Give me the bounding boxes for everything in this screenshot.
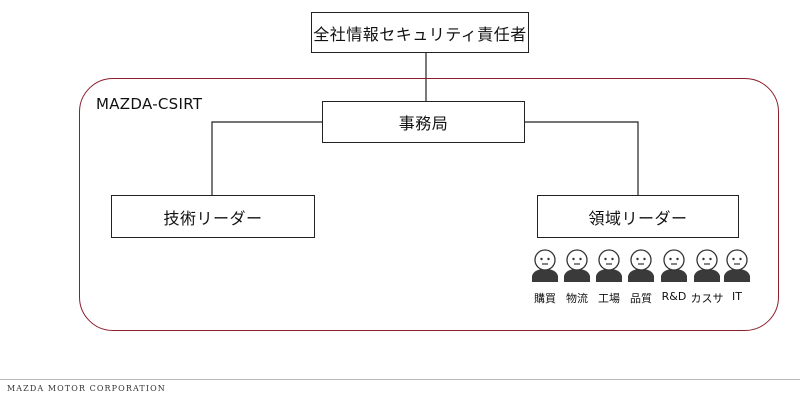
person-icon [692,248,722,282]
member-label-rnd: R&D [661,290,687,303]
member-label-plant: 工場 [598,292,620,305]
security-officer-box: 全社情報セキュリティ責任者 [311,12,529,53]
footer-company-name: MAZDA MOTOR CORPORATION [7,384,166,393]
connector-secretariat-to-tech [211,121,322,195]
domain-leader-box: 領域リーダー [537,195,739,238]
member-label-purchasing: 購買 [534,292,556,305]
secretariat-box: 事務局 [322,101,525,143]
person-icon [530,248,560,282]
member-label-logistics: 物流 [566,292,588,305]
tech-leader-label: 技術リーダー [163,208,263,228]
member-label-quality: 品質 [630,292,652,305]
csirt-group-frame [79,78,779,331]
connector-secretariat-to-domain [525,121,639,195]
footer-divider [0,379,800,380]
domain-leader-label: 領域リーダー [588,208,688,228]
member-label-it: IT [732,290,742,303]
person-icon [659,248,689,282]
person-icon [626,248,656,282]
csirt-group-label: MAZDA-CSIRT [96,95,203,113]
secretariat-label: 事務局 [398,114,449,133]
person-icon [562,248,592,282]
person-icon [722,248,752,282]
security-officer-label: 全社情報セキュリティ責任者 [313,24,527,44]
member-label-customer-service: カスサ [690,292,724,305]
person-icon [594,248,624,282]
tech-leader-box: 技術リーダー [111,195,315,238]
